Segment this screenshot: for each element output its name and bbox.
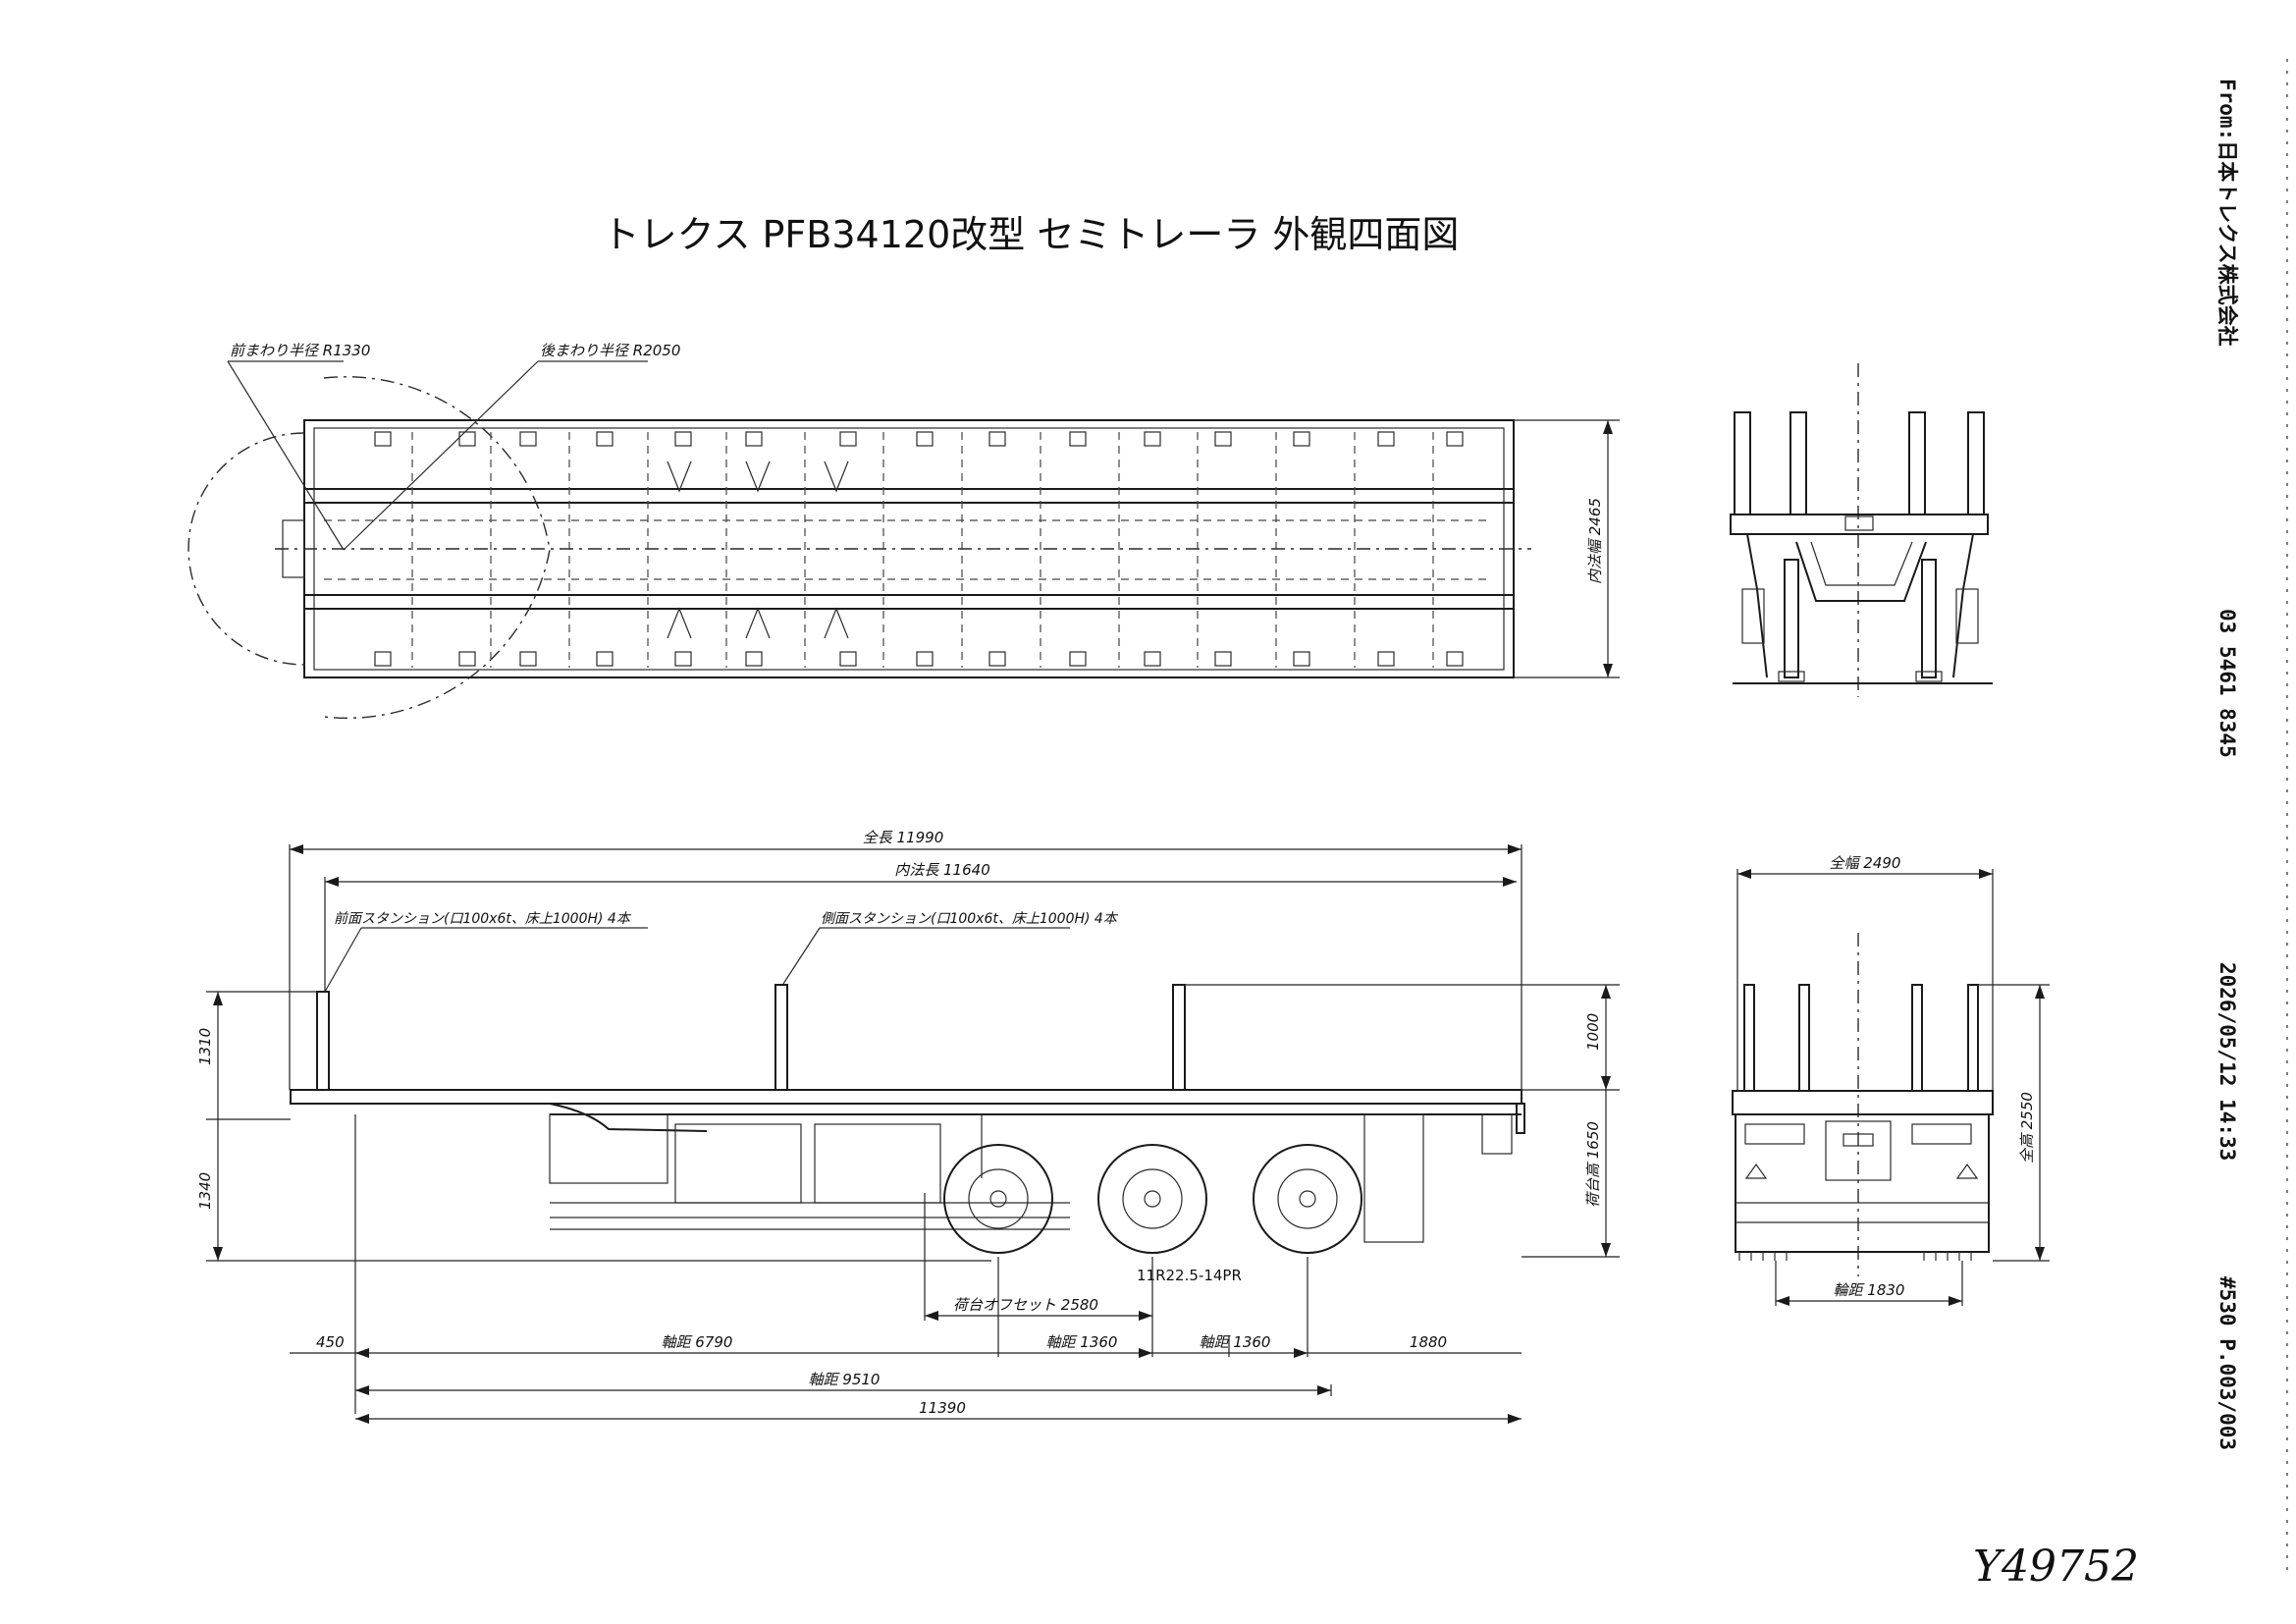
front-landing-gear bbox=[1784, 559, 1799, 678]
rear-view: 全幅 2490 全高 2550 輪距 1830 bbox=[1732, 854, 2050, 1306]
front-deck-beam bbox=[1730, 514, 1989, 535]
overall-width-dim: 全幅 2490 bbox=[1830, 854, 1901, 872]
front-swing-radius-arc bbox=[187, 432, 305, 666]
front-1310-dim: 1310 bbox=[196, 1028, 214, 1065]
front-view bbox=[1730, 363, 1993, 697]
drawing-title: トレクス PFB34120改型 セミトレーラ 外観四面図 bbox=[603, 213, 1460, 256]
overall-height-dim: 全高 2550 bbox=[2018, 1092, 2036, 1164]
track-width-dim: 輪距 1830 bbox=[1834, 1281, 1905, 1299]
front-1340-dim: 1340 bbox=[196, 1172, 214, 1210]
deck-height-dim: 荷台高 1650 bbox=[1584, 1121, 1602, 1208]
side-deck-rail bbox=[290, 1089, 1522, 1105]
stanchion-height-dim: 1000 bbox=[1584, 1013, 1602, 1051]
front-stanchion bbox=[1908, 411, 1926, 515]
fax-datetime: 2026/05/12 14:33 bbox=[2216, 962, 2239, 1161]
front-landing-gear bbox=[1921, 559, 1937, 678]
plan-axle-markers bbox=[667, 460, 849, 639]
side-tire-2 bbox=[1097, 1144, 1207, 1254]
dim-11390: 11390 bbox=[919, 1399, 966, 1417]
front-stanchion bbox=[1734, 411, 1751, 515]
plan-view: 前まわり半径 R1330 後まわり半径 R2050 bbox=[187, 342, 1620, 720]
dim-9510: 軸距 9510 bbox=[809, 1371, 881, 1388]
rear-radius-label: 後まわり半径 R2050 bbox=[540, 342, 680, 359]
handwritten-reference-number: Y49752 bbox=[1973, 1542, 2139, 1592]
side-tire-3 bbox=[1253, 1144, 1362, 1254]
axle-spacing-1-dim: 軸距 1360 bbox=[1046, 1333, 1118, 1351]
front-stanchion bbox=[1967, 411, 1985, 515]
front-radius-label: 前まわり半径 R1330 bbox=[230, 342, 370, 359]
rear-swing-radius-arc bbox=[323, 376, 551, 720]
fax-header: From:日本トレクス株式会社 03 5461 8345 2026/05/12 … bbox=[2216, 79, 2239, 1450]
plan-stake-pockets-top bbox=[374, 431, 1464, 447]
rear-stanchion bbox=[1743, 984, 1755, 1092]
deck-length-dim: 内法長 11640 bbox=[894, 861, 990, 879]
rear-stanchion bbox=[1967, 984, 1979, 1092]
wheelbase-dim: 軸距 6790 bbox=[662, 1333, 733, 1351]
side-toolbox bbox=[814, 1123, 941, 1204]
front-stanchion-label: 前面スタンション(口100x6t、床上1000H) 4本 bbox=[334, 911, 632, 927]
tire-spec-label: 11R22.5-14PR bbox=[1137, 1267, 1242, 1284]
dim-450: 450 bbox=[316, 1333, 345, 1351]
plan-kingpin-plate bbox=[282, 519, 305, 578]
fax-page: #530 P.003/003 bbox=[2216, 1276, 2239, 1450]
side-front-stanchion bbox=[316, 991, 330, 1091]
rear-stanchion bbox=[1798, 984, 1810, 1092]
side-stanchion bbox=[774, 984, 788, 1091]
rear-stanchion bbox=[1911, 984, 1923, 1092]
front-stanchion bbox=[1789, 411, 1807, 515]
plan-inner-width-dim: 内法幅 2465 bbox=[1586, 498, 1604, 584]
kingpin-offset-dim: 荷台オフセット 2580 bbox=[953, 1296, 1098, 1314]
side-stanchion-label: 側面スタンション(口100x6t、床上1000H) 4本 bbox=[821, 911, 1119, 927]
side-toolbox bbox=[674, 1123, 802, 1204]
side-gooseneck bbox=[334, 1103, 708, 1132]
axle-spacing-2-dim: 軸距 1360 bbox=[1200, 1333, 1271, 1351]
rear-deck-beam bbox=[1732, 1090, 1994, 1115]
plan-cross-members bbox=[411, 432, 1434, 668]
side-tire-1 bbox=[943, 1144, 1053, 1254]
overall-length-dim: 全長 11990 bbox=[863, 829, 944, 846]
rear-panel bbox=[1735, 1113, 1990, 1253]
side-view: 全長 11990 内法長 11640 前面スタンション(口100x6t、床上10… bbox=[196, 829, 1620, 1424]
plan-stake-pockets-bottom bbox=[374, 651, 1464, 667]
fax-phone: 03 5461 8345 bbox=[2216, 609, 2239, 758]
side-stanchion bbox=[1172, 984, 1186, 1091]
fax-from: From:日本トレクス株式会社 bbox=[2216, 79, 2239, 347]
rear-overhang-dim: 1880 bbox=[1410, 1333, 1447, 1351]
rear-mudflaps bbox=[1738, 1252, 1972, 1261]
